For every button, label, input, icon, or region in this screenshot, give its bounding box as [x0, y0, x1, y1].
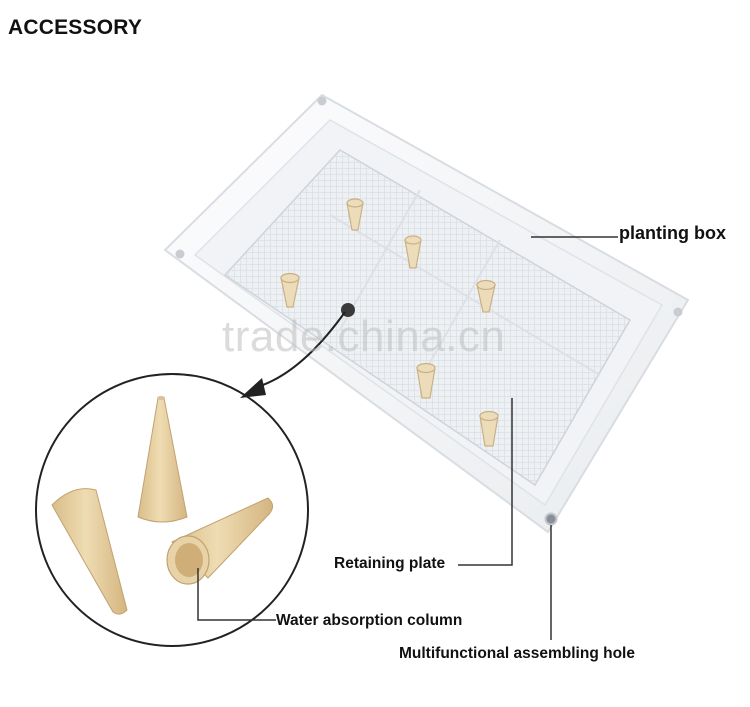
label-planting-box: planting box	[619, 223, 726, 243]
retaining-plate	[223, 149, 632, 487]
corner-hole-icon	[175, 249, 185, 259]
cone-upright	[137, 397, 188, 523]
detail-circle	[35, 373, 309, 647]
label-assembling-hole: Multifunctional assembling hole	[399, 645, 635, 662]
page-title: ACCESSORY	[8, 16, 143, 39]
corner-hole-icon	[317, 96, 327, 106]
small-cones	[280, 198, 499, 447]
corner-hole-icon	[673, 307, 683, 317]
label-water-absorption-column: Water absorption column	[276, 612, 463, 629]
cone-left	[51, 488, 128, 615]
leader-lines	[197, 236, 618, 640]
label-retaining-plate: Retaining plate	[334, 555, 446, 572]
assembling-hole-icon	[544, 512, 558, 526]
watermark: trade.china.cn	[222, 312, 506, 361]
planting-box	[163, 93, 690, 534]
